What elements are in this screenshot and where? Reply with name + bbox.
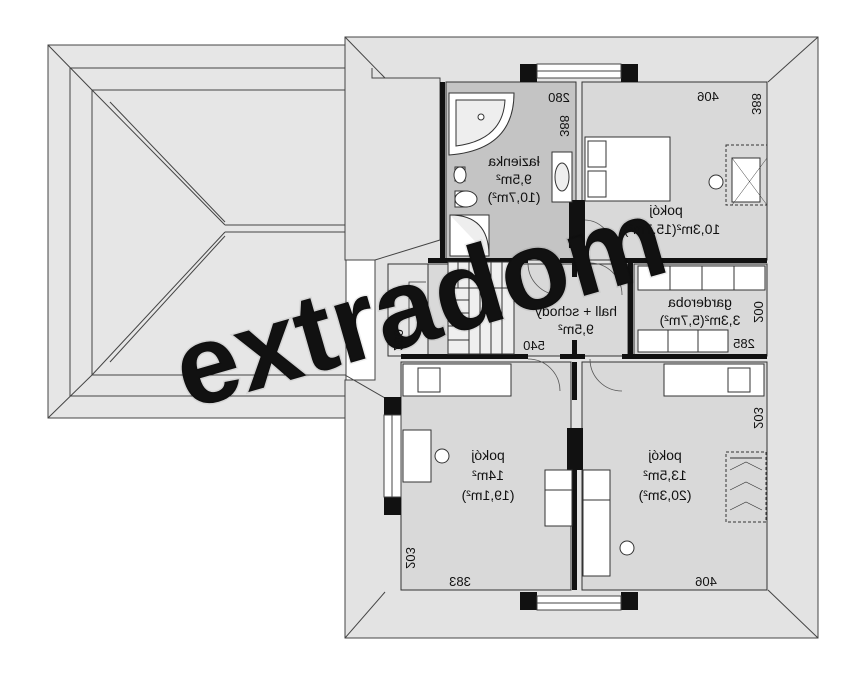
dim-203-left: 203 <box>403 547 418 569</box>
room-labels: łazienka 9,5m² (10,7m²) pokój 10,3m²(15,… <box>462 153 741 503</box>
dim-203-right: 203 <box>751 407 766 429</box>
door-swings <box>527 219 623 392</box>
bedroom-right-furniture <box>582 363 767 577</box>
dim-280: 280 <box>548 90 570 105</box>
dim-388-right: 388 <box>749 93 764 115</box>
windows <box>383 63 622 611</box>
dim-200-left: 200 <box>391 329 406 351</box>
dim-200-right: 200 <box>751 301 766 323</box>
left-roof <box>47 44 347 419</box>
bathroom-area-total: (10,7m²) <box>488 189 541 205</box>
dim-406-top: 406 <box>697 89 719 104</box>
dim-406-bottom: 406 <box>695 574 717 589</box>
hall-name: hall + schody <box>535 303 617 319</box>
wardrobe-area: 3,3m²(5,7m²) <box>660 312 741 328</box>
stair-landing <box>387 263 429 357</box>
bedroom-top-name: pokój <box>649 202 682 218</box>
bedroom-left-area: 14m² <box>472 467 504 483</box>
bedroom-right-area-total: (20,3m²) <box>639 487 692 503</box>
dim-540: 540 <box>523 338 545 353</box>
wardrobe-name: garderoba <box>668 294 732 310</box>
wall-columns <box>384 64 638 610</box>
bathroom-name: łazienka <box>488 153 540 169</box>
bedroom-left-furniture <box>402 363 573 527</box>
bathroom-area: 9,5m² <box>496 171 532 187</box>
bedroom-right-name: pokój <box>648 447 681 463</box>
dimension-labels: 280 406 388 388 200 285 200 540 203 203 … <box>391 89 766 589</box>
dim-388-bath: 388 <box>557 115 572 137</box>
dim-285: 285 <box>733 336 755 351</box>
hall-area: 9,5m² <box>558 321 594 337</box>
bedroom-right-floor <box>581 361 768 591</box>
staircase <box>408 261 515 355</box>
dim-383: 383 <box>449 574 471 589</box>
interior-walls <box>401 82 767 590</box>
bedroom-left-area-total: (19,1m²) <box>462 487 515 503</box>
bedroom-top-furniture <box>584 136 768 206</box>
bedroom-top-area: 10,3m²(15,7m²) <box>624 221 720 237</box>
bedroom-left-name: pokój <box>471 447 504 463</box>
bathroom-fixtures <box>448 92 573 257</box>
wardrobe-shelves <box>637 265 766 353</box>
bedroom-right-area: 13,5m² <box>643 467 687 483</box>
